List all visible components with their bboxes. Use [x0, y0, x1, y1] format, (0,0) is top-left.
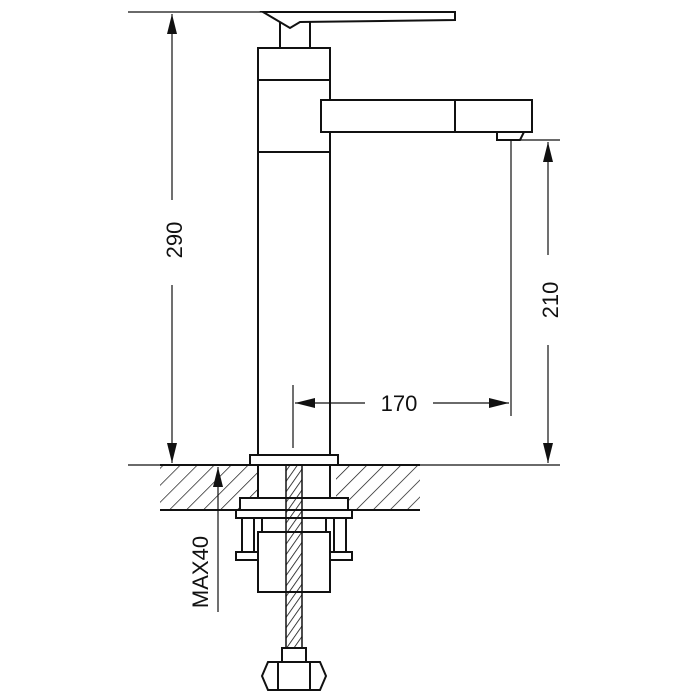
dimension-spout-height [512, 139, 560, 463]
dimension-label-overall-height: 290 [162, 222, 187, 259]
dimension-spout-reach [292, 140, 512, 448]
mounting-hardware [235, 464, 353, 691]
handle-lever [259, 11, 456, 49]
dimension-max-thickness [213, 467, 223, 612]
dimension-label-spout-height: 210 [538, 282, 563, 319]
spout [320, 99, 533, 141]
dimension-label-max-thickness: MAX40 [188, 536, 213, 608]
countertop [160, 464, 420, 511]
dimension-overall-height [128, 11, 263, 466]
dimension-label-spout-reach: 170 [381, 391, 418, 416]
